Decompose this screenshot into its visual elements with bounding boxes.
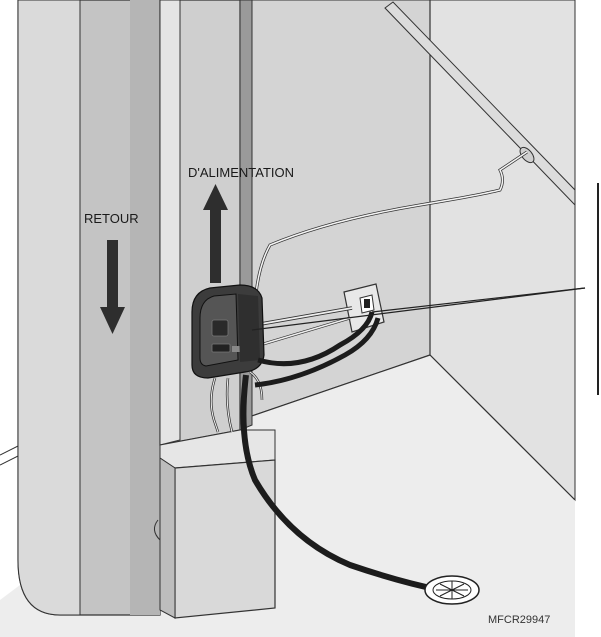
return-label: RETOUR (84, 211, 139, 226)
electrical-outlet-icon (343, 283, 385, 333)
callout-lines (251, 183, 599, 395)
figure-code-label: MFCR29947 (488, 614, 550, 626)
supply-label: D'ALIMENTATION (188, 165, 294, 180)
drain-hose (240, 311, 441, 593)
arrow-up-icon (203, 184, 228, 283)
overhead-pipe (384, 1, 576, 207)
floor-drain-icon (424, 575, 480, 605)
humidifier-unit-icon (191, 284, 265, 379)
wall-tubing (254, 306, 353, 347)
return-duct (17, 0, 161, 616)
furnace-base (159, 429, 276, 619)
arrow-down-icon (100, 240, 125, 334)
power-cord (252, 150, 528, 361)
